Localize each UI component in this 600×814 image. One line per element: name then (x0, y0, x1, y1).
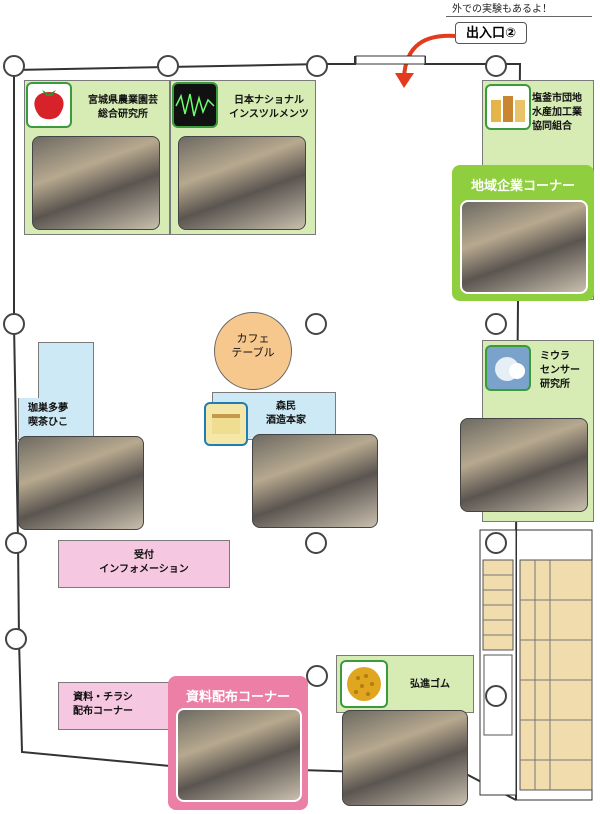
column (305, 313, 327, 335)
column (485, 532, 507, 554)
kosin-label: 弘進ゴム (410, 679, 450, 690)
exit-2-label[interactable]: 出入口② (455, 22, 527, 44)
miura-label: ミウラ センサー 研究所 (540, 351, 580, 390)
column (485, 313, 507, 335)
column (157, 55, 179, 77)
strawberry-icon (26, 82, 72, 128)
column (305, 532, 327, 554)
handout-corner-title: 資料配布コーナー (185, 690, 290, 705)
coffee-label: 珈巣多夢 喫茶ひこ (28, 403, 68, 428)
column (3, 55, 25, 77)
handout-booth[interactable] (58, 682, 172, 730)
column (3, 313, 25, 335)
exit-arrow-icon (395, 33, 457, 88)
column (5, 532, 27, 554)
morimin-label: 森民 酒造本家 (266, 401, 306, 426)
cafe-table[interactable] (214, 312, 292, 390)
jars-icon (485, 84, 531, 130)
reception-label: 受付 インフォメーション (99, 550, 189, 575)
rubber-texture-icon (340, 660, 388, 708)
miyagi-label: 宮城県農業園芸 総合研究所 (88, 95, 158, 120)
handout-booth-label: 資料・チラシ 配布コーナー (73, 692, 133, 717)
cloud-sky-icon (485, 345, 531, 391)
photo-miyagi (32, 136, 160, 230)
regional-corner-title: 地域企業コーナー (470, 179, 575, 194)
oscilloscope-icon (172, 82, 218, 128)
column (485, 685, 507, 707)
photo-coffee (18, 436, 144, 530)
column (5, 628, 27, 650)
column (485, 55, 507, 77)
photo-kosin (342, 710, 468, 806)
ni-label: 日本ナショナル インスツルメンツ (229, 95, 309, 120)
reception-desk[interactable] (58, 540, 230, 588)
photo-morimin (252, 434, 378, 528)
shiogama-label: 塩釜市団地 水産加工業 協同組合 (532, 93, 582, 132)
cheese-cake-icon (204, 402, 248, 446)
photo-regional (460, 200, 588, 294)
cafe-label: カフェ テーブル (231, 332, 275, 359)
outdoor-note: 外での実験もあるよ！ (452, 4, 552, 15)
photo-handout (176, 708, 302, 802)
photo-miura (460, 418, 588, 512)
note-underline (446, 16, 592, 17)
photo-ni (178, 136, 306, 230)
column (306, 55, 328, 77)
booth-coffee-upper[interactable] (38, 342, 94, 400)
column (306, 665, 328, 687)
